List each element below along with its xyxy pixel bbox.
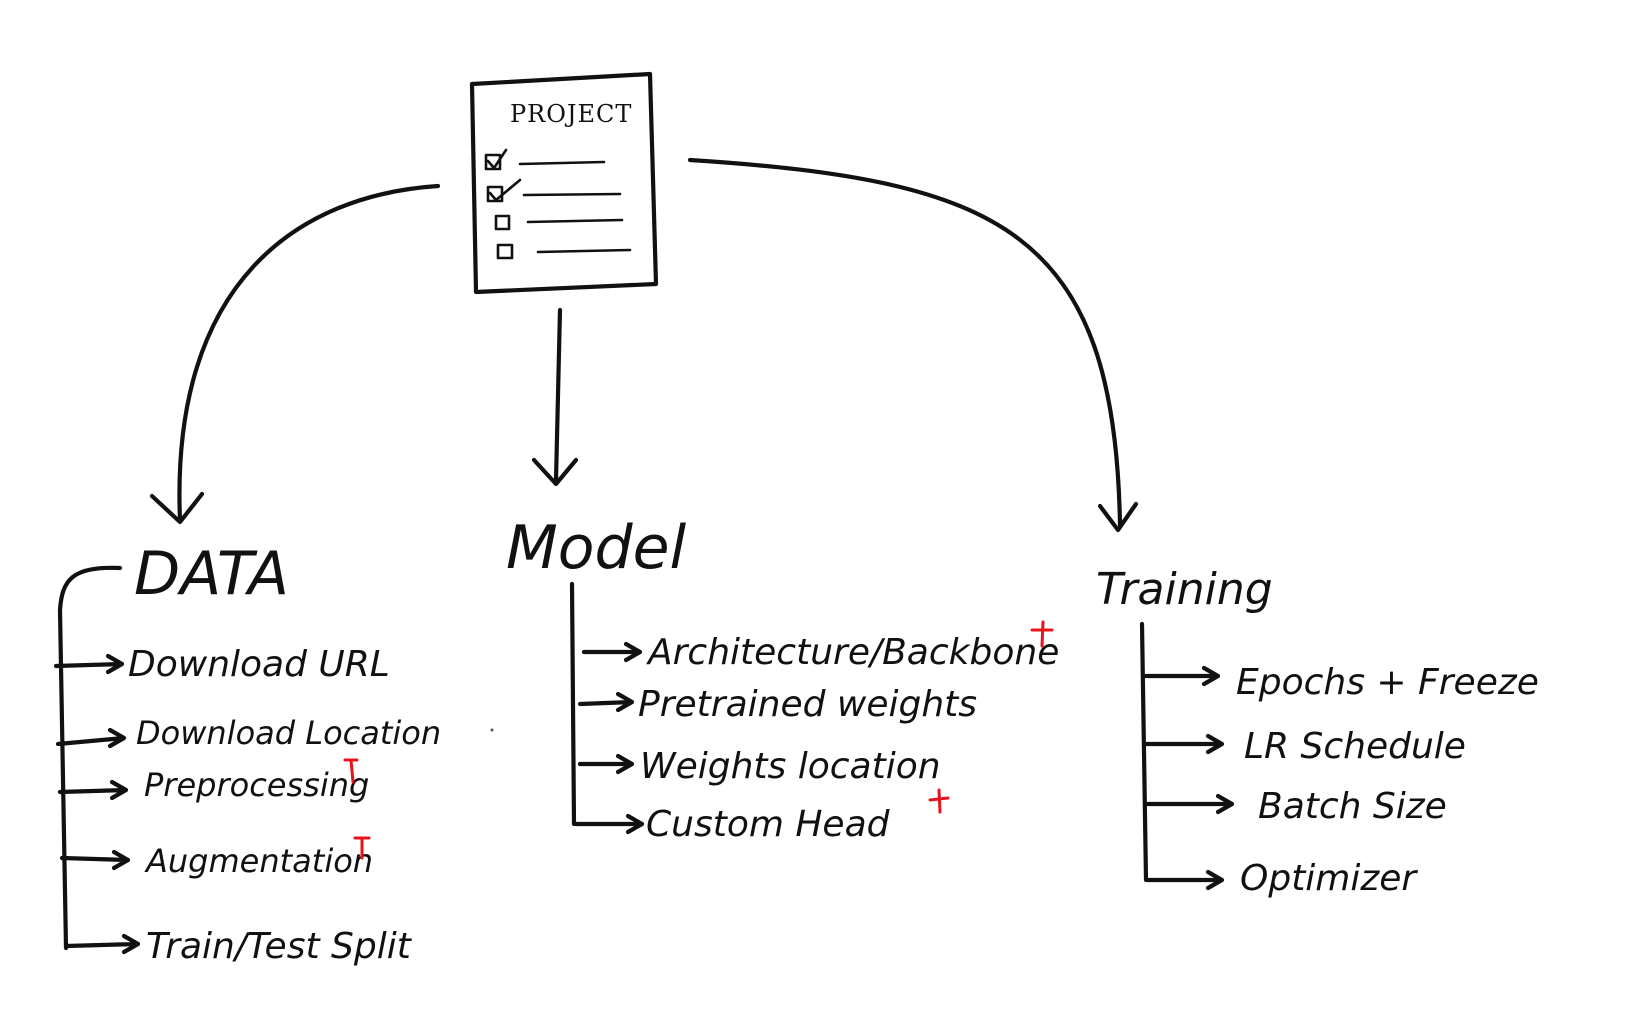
document-title: PROJECT [510, 100, 632, 128]
checkmark-icon [488, 178, 522, 202]
data-item-preprocessing: Preprocessing [57, 758, 369, 804]
branch-arrow-icon [1145, 793, 1235, 815]
plus-mark-icon [1030, 620, 1054, 648]
branch-arrow-icon [1145, 869, 1225, 891]
item-label: Weights location [640, 746, 941, 787]
item-label: Download Location [136, 714, 441, 752]
item-label: Epochs + Freeze [1236, 662, 1539, 703]
checklist [484, 148, 632, 260]
arrow-to-model [553, 307, 563, 483]
branch-arrow-icon [577, 753, 635, 775]
checklist-line [522, 192, 622, 197]
item-label: Preprocessing [144, 766, 369, 804]
item-label: Pretrained weights [638, 684, 977, 725]
checkbox-checked [484, 153, 502, 171]
connector-arrows [149, 157, 1139, 533]
training-title: Training [1096, 564, 1273, 615]
checklist-line [526, 218, 624, 224]
branch-arrow-icon [57, 779, 129, 801]
checkbox-unchecked [494, 214, 511, 231]
item-label: LR Schedule [1244, 726, 1466, 767]
stray-dot [490, 728, 494, 732]
training-item-epochs: Epochs + Freeze [1143, 662, 1539, 703]
arrow-to-data [177, 183, 441, 523]
training-tree-line [1139, 621, 1149, 883]
plus-mark-icon [353, 836, 371, 860]
item-label: Architecture/Backbone [646, 632, 1059, 673]
data-item-download-location: Download Location [55, 714, 441, 752]
data-item-download-url: Download URL [53, 644, 390, 685]
item-label: Augmentation [144, 842, 373, 880]
plus-mark-icon [928, 788, 950, 814]
data-item-train-test-split: Train/Test Split [63, 926, 413, 967]
plus-mark-icon [343, 758, 359, 784]
arrowhead-training [1097, 501, 1139, 533]
data-title: DATA [134, 539, 289, 609]
checklist-line [536, 248, 632, 254]
branch-arrow-icon [577, 691, 635, 713]
branch-arrow-icon [59, 849, 131, 871]
arrowhead-data [149, 491, 205, 525]
item-label: Train/Test Split [146, 926, 413, 967]
arrowhead-model [531, 457, 579, 487]
branch-arrow-icon [581, 641, 643, 663]
training-item-lr-schedule: LR Schedule [1143, 726, 1466, 767]
item-label: Download URL [128, 644, 390, 685]
model-item-pretrained: Pretrained weights [577, 684, 977, 725]
item-label: Optimizer [1240, 858, 1418, 899]
checklist-line [518, 160, 606, 166]
data-item-augmentation: Augmentation [59, 836, 373, 880]
item-label: Custom Head [646, 804, 891, 845]
branch-arrow-icon [1143, 665, 1221, 687]
model-section: Model Architecture/Backbone Pretrained w… [506, 513, 1059, 845]
model-item-weights-location: Weights location [577, 746, 941, 787]
item-label: Batch Size [1258, 786, 1447, 827]
model-item-custom-head: Custom Head [573, 788, 950, 845]
data-tree-line [57, 565, 123, 951]
branch-arrow-icon [1143, 733, 1225, 755]
arrow-to-training [687, 157, 1123, 528]
checkbox-unchecked [496, 243, 514, 260]
model-item-architecture: Architecture/Backbone [581, 620, 1059, 673]
checkmark-icon [486, 148, 508, 170]
training-item-optimizer: Optimizer [1145, 858, 1418, 899]
branch-arrow-icon [573, 813, 645, 835]
document-outline [469, 71, 659, 295]
data-section: DATA Download URL Download Location Prep… [53, 539, 441, 967]
branch-arrow-icon [55, 727, 127, 749]
training-item-batch-size: Batch Size [1145, 786, 1447, 827]
branch-arrow-icon [53, 653, 125, 675]
branch-arrow-icon [63, 933, 141, 955]
project-document: PROJECT [469, 71, 659, 295]
model-title: Model [506, 513, 686, 583]
training-section: Training Epochs + Freeze LR Schedule Bat… [1096, 564, 1539, 899]
model-tree-line [569, 581, 577, 827]
